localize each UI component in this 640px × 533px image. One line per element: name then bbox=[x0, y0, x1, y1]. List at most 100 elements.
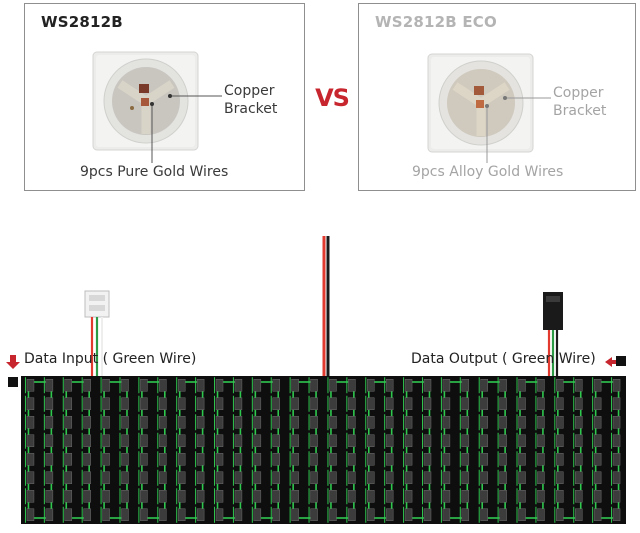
led-package bbox=[461, 508, 470, 521]
led-package bbox=[196, 508, 205, 521]
led-package bbox=[499, 397, 507, 410]
led-package bbox=[556, 490, 564, 503]
led-package bbox=[442, 490, 451, 503]
led-package bbox=[102, 434, 110, 447]
led-package bbox=[423, 397, 432, 410]
led-package bbox=[518, 379, 526, 392]
led-package bbox=[556, 379, 564, 392]
led-package bbox=[272, 453, 280, 466]
led-package bbox=[461, 453, 470, 466]
led-package bbox=[121, 471, 129, 484]
led-package bbox=[102, 490, 110, 503]
panel-title: WS2812B bbox=[41, 13, 123, 31]
led-package bbox=[64, 453, 73, 466]
led-package bbox=[45, 490, 54, 503]
led-package bbox=[537, 471, 545, 484]
data-input-label: Data Input ( Green Wire) bbox=[24, 351, 197, 367]
led-package bbox=[480, 490, 488, 503]
led-package bbox=[461, 490, 470, 503]
led-package bbox=[518, 471, 526, 484]
led-package bbox=[177, 416, 186, 429]
led-package bbox=[215, 434, 224, 447]
led-package bbox=[499, 471, 507, 484]
led-package bbox=[177, 490, 186, 503]
led-package bbox=[272, 434, 280, 447]
led-package bbox=[83, 471, 91, 484]
led-package bbox=[423, 508, 432, 521]
led-package bbox=[537, 453, 545, 466]
led-package bbox=[367, 490, 375, 503]
led-package bbox=[291, 453, 299, 466]
led-package bbox=[385, 490, 394, 503]
led-package bbox=[367, 397, 375, 410]
led-package bbox=[83, 416, 91, 429]
led-package bbox=[612, 416, 621, 429]
led-package bbox=[518, 434, 526, 447]
led-package bbox=[253, 490, 262, 503]
gold-wires-label: 9pcs Pure Gold Wires bbox=[80, 164, 229, 180]
led-package bbox=[310, 416, 318, 429]
led-package bbox=[215, 490, 224, 503]
led-package bbox=[537, 416, 545, 429]
led-package bbox=[329, 471, 337, 484]
led-package bbox=[480, 453, 488, 466]
alloy-wires-label: 9pcs Alloy Gold Wires bbox=[412, 164, 564, 180]
led-package bbox=[461, 471, 470, 484]
led-package bbox=[499, 434, 507, 447]
led-package bbox=[480, 379, 488, 392]
led-package bbox=[140, 379, 148, 392]
led-package bbox=[423, 453, 432, 466]
trace-loop bbox=[405, 381, 431, 519]
led-package bbox=[196, 397, 205, 410]
led-package bbox=[329, 379, 337, 392]
led-package bbox=[253, 397, 262, 410]
led-package bbox=[215, 453, 224, 466]
led-package bbox=[234, 453, 243, 466]
led-package bbox=[442, 508, 451, 521]
led-package bbox=[26, 471, 35, 484]
led-package bbox=[234, 508, 243, 521]
led-package bbox=[291, 397, 299, 410]
led-package bbox=[574, 453, 583, 466]
led-package bbox=[423, 379, 432, 392]
led-package bbox=[196, 471, 205, 484]
trace-loop bbox=[519, 381, 544, 519]
led-package bbox=[291, 471, 299, 484]
led-package bbox=[461, 416, 470, 429]
led-package bbox=[102, 471, 110, 484]
led-package bbox=[215, 416, 224, 429]
led-package bbox=[121, 508, 129, 521]
trace-loop bbox=[254, 381, 280, 519]
led-package bbox=[102, 453, 110, 466]
led-package bbox=[253, 471, 262, 484]
led-package bbox=[177, 434, 186, 447]
led-package bbox=[215, 397, 224, 410]
led-package bbox=[385, 453, 394, 466]
trace-loop bbox=[27, 381, 53, 519]
trace-loop bbox=[443, 381, 469, 519]
led-package bbox=[556, 397, 564, 410]
led-package bbox=[196, 434, 205, 447]
led-package bbox=[159, 434, 167, 447]
led-package bbox=[253, 434, 262, 447]
led-package bbox=[64, 397, 73, 410]
led-package bbox=[310, 434, 318, 447]
led-package bbox=[404, 416, 413, 429]
led-package bbox=[45, 416, 54, 429]
led-package bbox=[612, 471, 621, 484]
led-package bbox=[234, 416, 243, 429]
led-package bbox=[196, 453, 205, 466]
led-package bbox=[177, 453, 186, 466]
led-package bbox=[593, 508, 602, 521]
led-package bbox=[234, 490, 243, 503]
led-package bbox=[348, 490, 356, 503]
led-package bbox=[404, 471, 413, 484]
led-package bbox=[45, 434, 54, 447]
trace-loop bbox=[216, 381, 242, 519]
led-package bbox=[291, 379, 299, 392]
led-package bbox=[461, 379, 470, 392]
led-package bbox=[291, 416, 299, 429]
led-package bbox=[310, 397, 318, 410]
led-package bbox=[442, 416, 451, 429]
input-pad-icon bbox=[8, 377, 18, 387]
